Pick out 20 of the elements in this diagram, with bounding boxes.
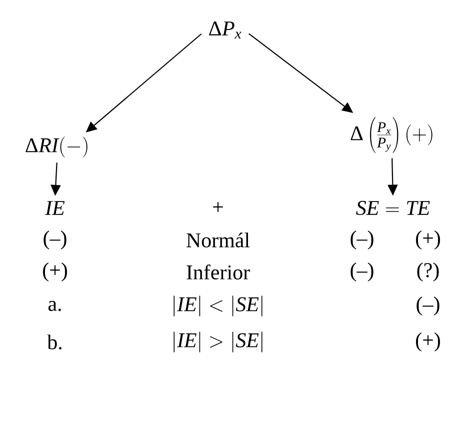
math-expression: $|IE| > |SE|$ bbox=[174, 332, 262, 352]
table-text: a. bbox=[48, 300, 61, 312]
table-text: + bbox=[213, 202, 223, 212]
math-expression: $SE = TE$ bbox=[356, 200, 430, 216]
table-text: (–) bbox=[350, 262, 374, 282]
math-expression: $\Delta P_x$ bbox=[209, 22, 242, 38]
table-text: Inferior bbox=[186, 264, 250, 280]
table-text: (?) bbox=[417, 262, 439, 282]
table-text: (–) bbox=[44, 230, 66, 250]
math-expression: $|IE| < |SE|$ bbox=[174, 296, 262, 316]
table-text: (–) bbox=[350, 230, 374, 250]
math-expression: $\Delta RI(-)$ bbox=[26, 136, 88, 158]
table-text: b. bbox=[47, 334, 62, 350]
math-expression: $IE$ bbox=[45, 201, 65, 215]
table-text: (–) bbox=[416, 296, 440, 316]
table-text: (+) bbox=[416, 230, 440, 250]
math-expression: $\Delta\left(\frac{P_x}{P_y}\right)(+)$ bbox=[350, 117, 432, 153]
table-text: Normál bbox=[186, 232, 250, 248]
table-text: (+) bbox=[43, 262, 67, 282]
table-text: (+) bbox=[416, 332, 440, 352]
